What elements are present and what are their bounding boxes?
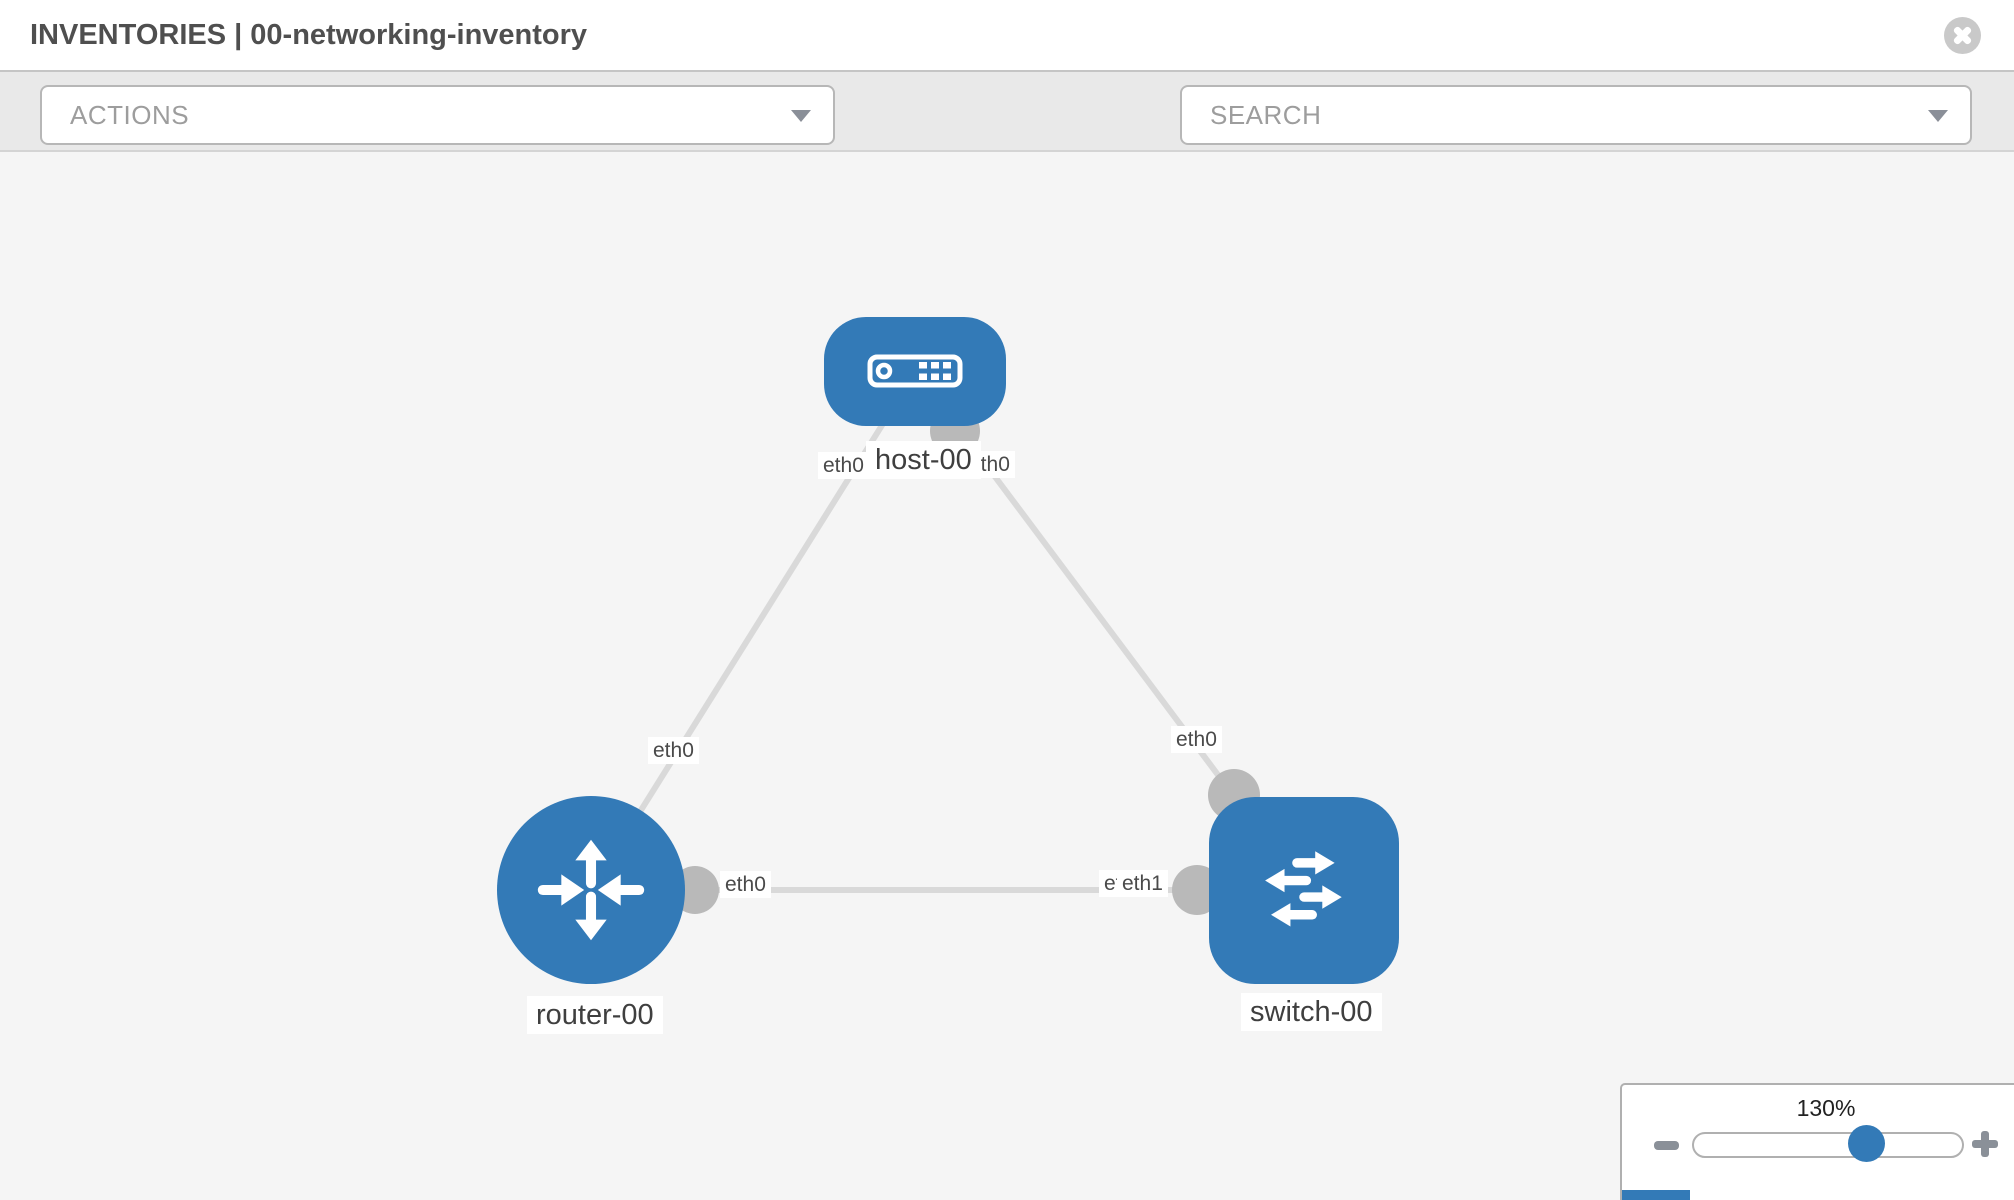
node-switch-00[interactable] xyxy=(1209,797,1399,984)
node-router-00[interactable] xyxy=(497,796,685,984)
page-title: INVENTORIES | 00-networking-inventory xyxy=(30,19,588,51)
close-button[interactable] xyxy=(1944,17,1981,54)
zoom-in-button[interactable] xyxy=(1962,1125,2008,1163)
node-label-host-00: host-00 xyxy=(866,441,981,479)
chevron-down-icon xyxy=(1928,110,1948,122)
zoom-level: 130% xyxy=(1796,1095,1856,1121)
topology-canvas[interactable] xyxy=(0,152,2014,1200)
actions-dropdown[interactable]: ACTIONS xyxy=(40,85,835,145)
iface-label-router-eth0-right: eth0 xyxy=(720,871,771,898)
host-icon xyxy=(867,354,963,388)
iface-label-host-eth0-left: eth0 xyxy=(818,452,869,479)
router-icon xyxy=(537,839,645,941)
plus-icon xyxy=(1981,1131,1989,1157)
iface-label-router-eth0-upper: eth0 xyxy=(648,737,699,764)
iface-label-switch-eth0-upper: eth0 xyxy=(1171,726,1222,753)
chevron-down-icon xyxy=(791,110,811,122)
header: INVENTORIES | 00-networking-inventory xyxy=(0,0,2014,70)
zoom-out-button[interactable] xyxy=(1644,1129,1688,1161)
search-dropdown[interactable]: SEARCH xyxy=(1180,85,1972,145)
minus-icon xyxy=(1654,1141,1679,1150)
actions-dropdown-label: ACTIONS xyxy=(70,100,190,130)
node-label-switch-00: switch-00 xyxy=(1241,993,1382,1031)
toolbar: ACTIONS SEARCH xyxy=(0,70,2014,203)
search-placeholder: SEARCH xyxy=(1210,100,1322,130)
node-host-00[interactable] xyxy=(824,317,1006,426)
node-label-router-00: router-00 xyxy=(527,996,663,1034)
zoom-slider-track[interactable] xyxy=(1692,1132,1964,1158)
iface-label-switch-eth1-left: eth1 xyxy=(1117,870,1168,897)
key-button-partial[interactable] xyxy=(1622,1190,1690,1200)
switch-icon xyxy=(1265,851,1342,927)
zoom-panel: 130% xyxy=(1620,1083,2014,1200)
zoom-slider-handle[interactable] xyxy=(1848,1125,1885,1162)
